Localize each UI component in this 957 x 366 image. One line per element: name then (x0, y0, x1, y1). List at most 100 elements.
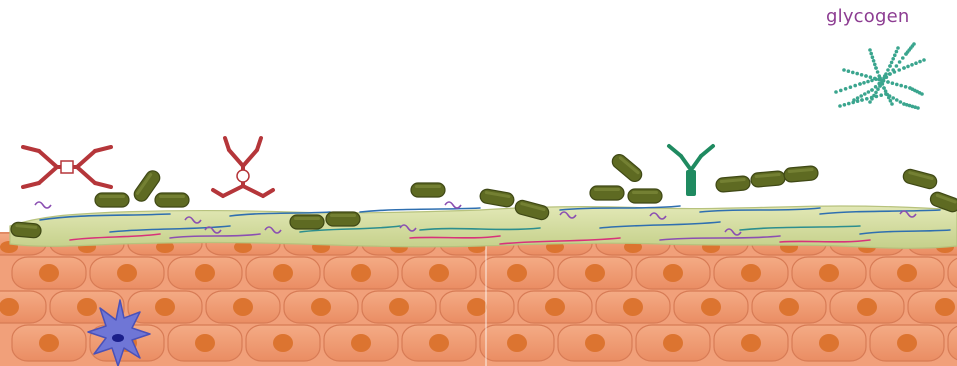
glycogen-granule (874, 91, 878, 95)
glycogen-granule (842, 68, 846, 72)
glycogen-granule (838, 104, 842, 108)
glycogen-granule (878, 84, 882, 88)
glycogen-granule (871, 55, 875, 59)
glycogen-granule (867, 90, 871, 94)
glycogen-granule (895, 64, 899, 68)
epithelial-cell-icon (402, 257, 476, 289)
j-chain (61, 161, 73, 173)
cell-nucleus (935, 298, 955, 316)
epithelial-cell-layer (0, 232, 957, 366)
glycogen-granule (851, 101, 855, 105)
cell-nucleus (429, 264, 449, 282)
bacteria-highlight (330, 214, 356, 217)
glycogen-granule (865, 97, 869, 101)
cell-nucleus (741, 264, 761, 282)
dendritic-cell-nucleus (112, 334, 124, 342)
cell-nucleus (273, 334, 293, 352)
glycogen-granule (860, 73, 864, 77)
cell-nucleus (663, 264, 683, 282)
glycogen-granule (895, 83, 899, 87)
glycogen-granule (891, 57, 895, 61)
cell-nucleus (389, 298, 409, 316)
glycogen-granule (918, 60, 922, 64)
epithelial-cell-icon (480, 325, 554, 361)
epithelial-cell-icon (674, 291, 748, 323)
bacteria-highlight (159, 195, 185, 198)
bacteria-rod (479, 188, 515, 208)
glycogen-granule (914, 61, 918, 65)
epithelial-cell-icon (792, 257, 866, 289)
cell-nucleus (273, 264, 293, 282)
cell-nucleus (39, 334, 59, 352)
glycogen-granule (890, 61, 894, 65)
epithelial-cell-icon (558, 257, 632, 289)
glycogen-granule (898, 60, 902, 64)
epithelial-cell-icon (246, 257, 320, 289)
glycogen-granule (856, 99, 860, 103)
glycogen-granule (884, 89, 888, 93)
glycogen-icon (834, 42, 926, 110)
bacteria-icon (290, 215, 324, 229)
glycogen-granule (872, 94, 876, 98)
glycogen-granule (899, 84, 903, 88)
antibody-arm (95, 183, 111, 187)
antibody-arm (223, 186, 243, 196)
bacteria-icon (411, 183, 445, 197)
glycogen-granule (877, 74, 881, 78)
cell-nucleus (195, 334, 215, 352)
epithelial-cell-icon (870, 257, 944, 289)
glycogen-granule (888, 64, 892, 68)
glycogen-granule (876, 70, 880, 74)
glycogen-granule (844, 87, 848, 91)
epithelial-cell-icon (752, 291, 826, 323)
cell-nucleus (429, 334, 449, 352)
glycogen-granule (880, 80, 884, 84)
glycogen-granule (873, 63, 877, 67)
cell-nucleus (117, 264, 137, 282)
cell-nucleus (701, 298, 721, 316)
glycogen-granule (901, 56, 905, 60)
antibody-arm (95, 147, 111, 151)
antibody-arm (669, 146, 681, 156)
mucin-fiber (420, 228, 540, 230)
bacteria-icon (750, 171, 785, 188)
glycogen-granule (856, 96, 860, 100)
bacteria-icon (326, 212, 360, 226)
epithelial-cell-icon (402, 325, 476, 361)
cell-nucleus (819, 264, 839, 282)
antibody-arm (263, 190, 273, 196)
glycogen-granule (860, 98, 864, 102)
epithelial-cell-icon (518, 291, 592, 323)
epithelial-cell-icon (168, 325, 242, 361)
epithelial-cell-icon (480, 257, 554, 289)
glycogen-granule (839, 89, 843, 93)
glycogen-granule (863, 92, 867, 96)
glycogen-granule (843, 103, 847, 107)
epithelial-cell-icon (714, 257, 788, 289)
glycogen-granule (922, 58, 926, 62)
bacteria-rod (750, 171, 785, 188)
bacteria-icon (590, 186, 624, 200)
glycogen-granule (879, 93, 883, 97)
glycogen-granule (853, 84, 857, 88)
glycogen-granule (895, 50, 899, 54)
cell-nucleus (467, 298, 487, 316)
epithelial-cell-icon (558, 325, 632, 361)
fc-stem (686, 170, 696, 196)
glycogen-granule (847, 69, 851, 73)
glycogen-granule (851, 71, 855, 75)
epithelial-cell-icon (636, 257, 710, 289)
cell-nucleus (857, 298, 877, 316)
antibody-arm (701, 146, 713, 156)
antibody-arm (257, 138, 261, 150)
glycogen-granule (912, 42, 916, 46)
glycogen-granule (885, 93, 889, 97)
glycogen-granule (920, 92, 924, 96)
cell-nucleus (507, 264, 527, 282)
antibody-arm (23, 147, 39, 151)
bacteria-icon (715, 176, 750, 193)
glycogen-granule (886, 68, 890, 72)
cell-nucleus (351, 334, 371, 352)
bacteria-rod (609, 152, 644, 185)
